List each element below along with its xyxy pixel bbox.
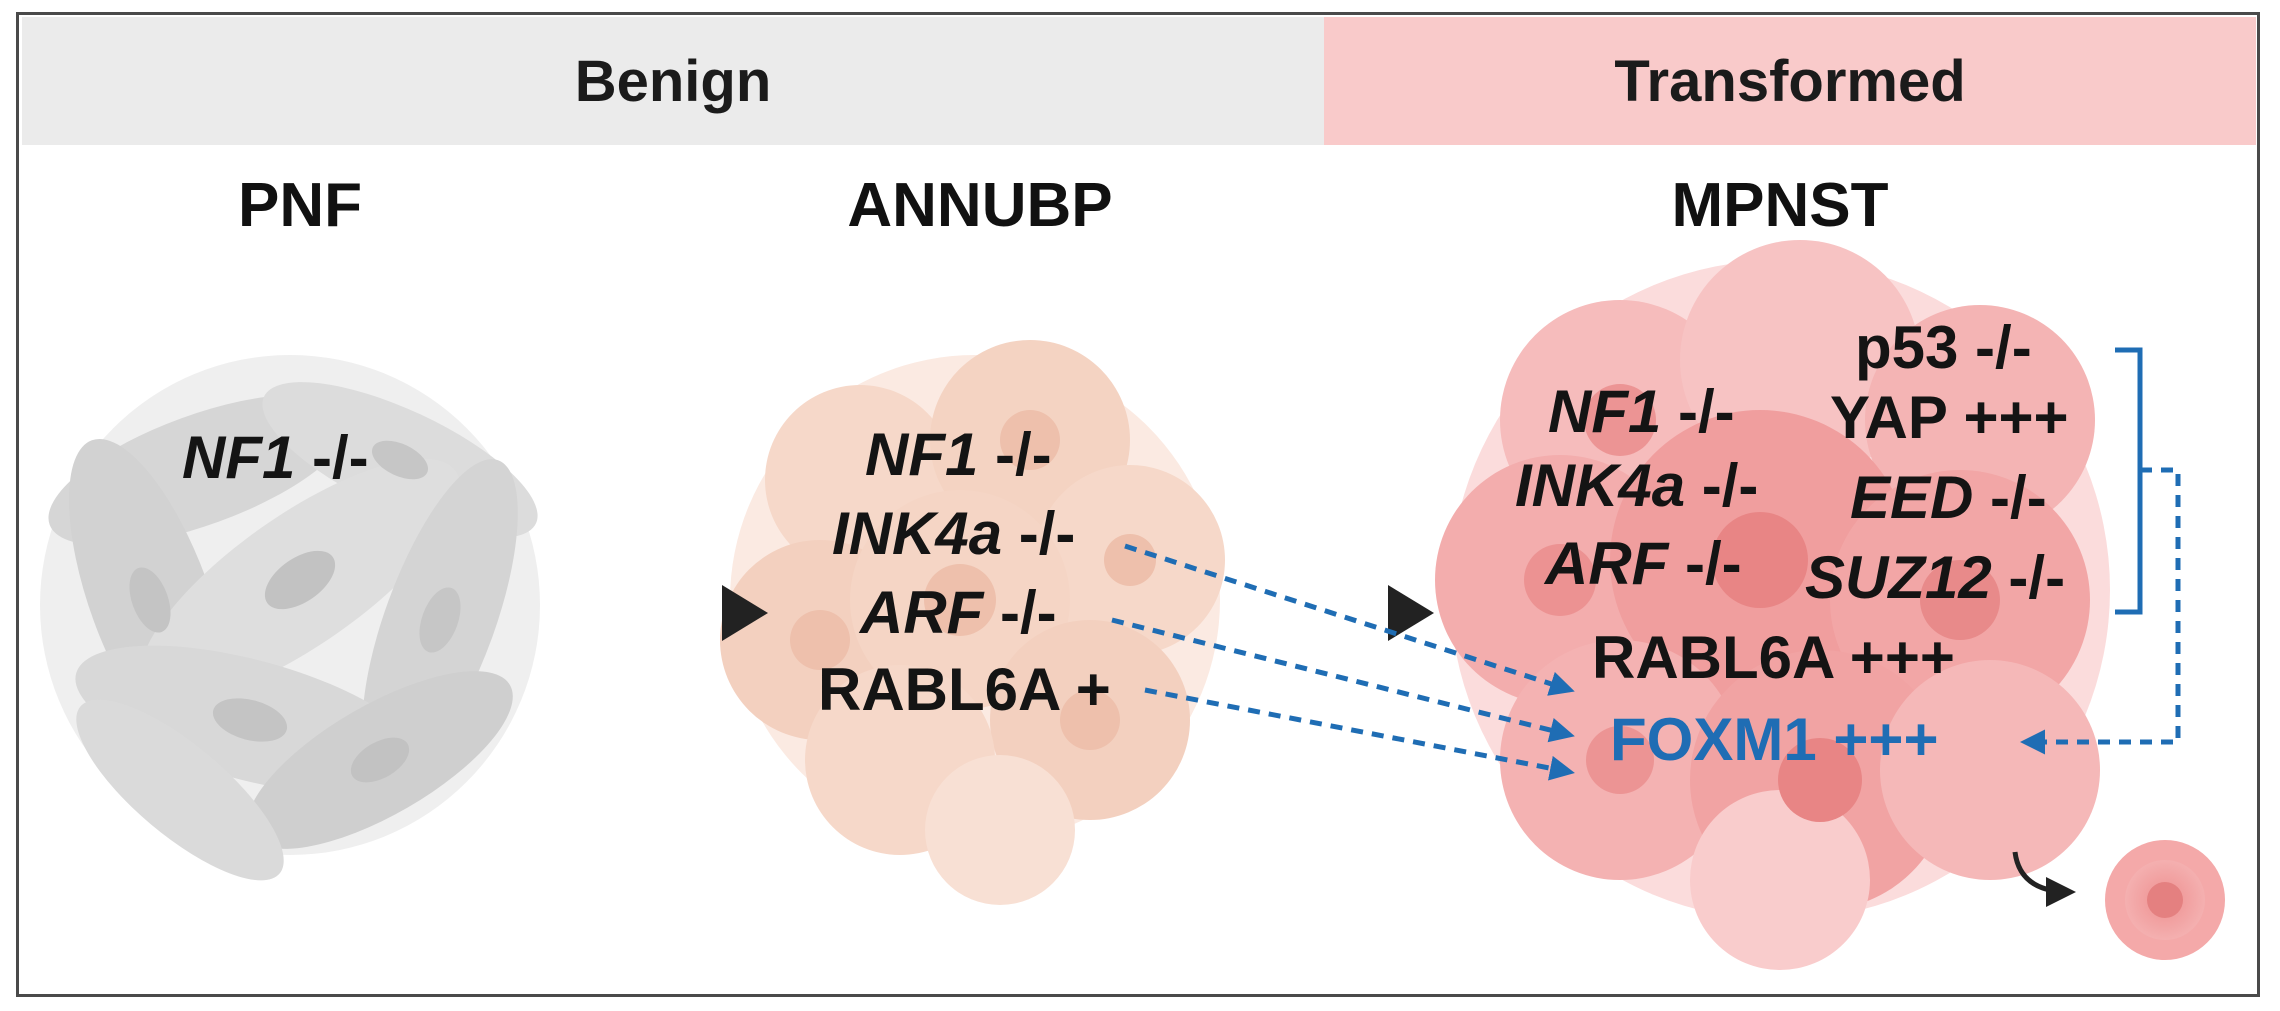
mpnst-title: MPNST: [1671, 171, 1889, 240]
annubp-ink4a-gene: INK4a: [832, 500, 1003, 567]
annubp-title: ANNUBP: [847, 171, 1113, 240]
annubp-cell-cluster: [720, 340, 1225, 905]
annubp-rabl6a-label: RABL6A +: [818, 656, 1111, 723]
mpnst-ink4a-label: INK4a -/-: [1515, 456, 1758, 516]
mpnst-rabl6a-label: RABL6A +++: [1592, 624, 1955, 691]
pnf-nf1-gene: NF1: [182, 424, 296, 491]
annubp-arf-gene: ARF: [860, 579, 984, 646]
annubp-nf1-status: -/-: [995, 421, 1052, 488]
transformed-header: Transformed: [1324, 17, 2256, 145]
mpnst-suz12-gene: SUZ12: [1805, 544, 1992, 611]
mpnst-foxm1-label: FOXM1 +++: [1610, 706, 1939, 773]
annubp-arf-label: ARF -/-: [860, 583, 1057, 643]
mpnst-suz12-label: SUZ12 -/-: [1805, 548, 2065, 608]
mpnst-arf-status: -/-: [1684, 530, 1742, 597]
annubp-nf1-gene: NF1: [865, 421, 979, 488]
mpnst-ink4a-gene: INK4a: [1515, 452, 1686, 519]
metastatic-cell: [2105, 840, 2225, 960]
progression-arrow-2-head: [1388, 585, 1434, 641]
annubp-ink4a-status: -/-: [1018, 500, 1076, 567]
pnf-nf1-status: -/-: [312, 424, 369, 491]
rabl6a-to-foxm1-arrow: [1144, 687, 1575, 781]
pnf-cell-cluster: [40, 355, 540, 881]
bracket-to-foxm1-arrow: [2020, 467, 2181, 755]
mpnst-cell-cluster: [1435, 240, 2110, 970]
pnf-title: PNF: [238, 171, 362, 240]
annubp-ink4a-label: INK4a -/-: [832, 504, 1075, 564]
mpnst-ink4a-status: -/-: [1701, 452, 1759, 519]
mpnst-nf1-gene: NF1: [1548, 378, 1662, 445]
mpnst-yap-label: YAP +++: [1830, 384, 2069, 451]
mpnst-eed-gene: EED: [1850, 464, 1974, 531]
mpnst-eed-label: EED -/-: [1850, 468, 2047, 528]
mpnst-suz12-status: -/-: [2008, 544, 2066, 611]
progression-arrow-1-head: [722, 585, 768, 641]
mpnst-nf1-status: -/-: [1678, 378, 1735, 445]
bracket-icon: [2115, 347, 2143, 615]
mpnst-p53-label: p53 -/-: [1855, 314, 2032, 381]
pnf-nf1-label: NF1 -/-: [182, 428, 369, 488]
annubp-nf1-label: NF1 -/-: [865, 425, 1052, 485]
mpnst-arf-label: ARF -/-: [1545, 534, 1742, 594]
benign-header: Benign: [22, 17, 1324, 145]
metastasis-arrow-icon: [2012, 851, 2076, 907]
annubp-arf-status: -/-: [999, 579, 1057, 646]
ink4a-to-foxm1-arrow: [1124, 543, 1575, 696]
mpnst-nf1-label: NF1 -/-: [1548, 382, 1735, 442]
arf-to-foxm1-arrow: [1111, 617, 1575, 743]
mpnst-eed-status: -/-: [1990, 464, 2047, 531]
mpnst-arf-gene: ARF: [1545, 530, 1669, 597]
